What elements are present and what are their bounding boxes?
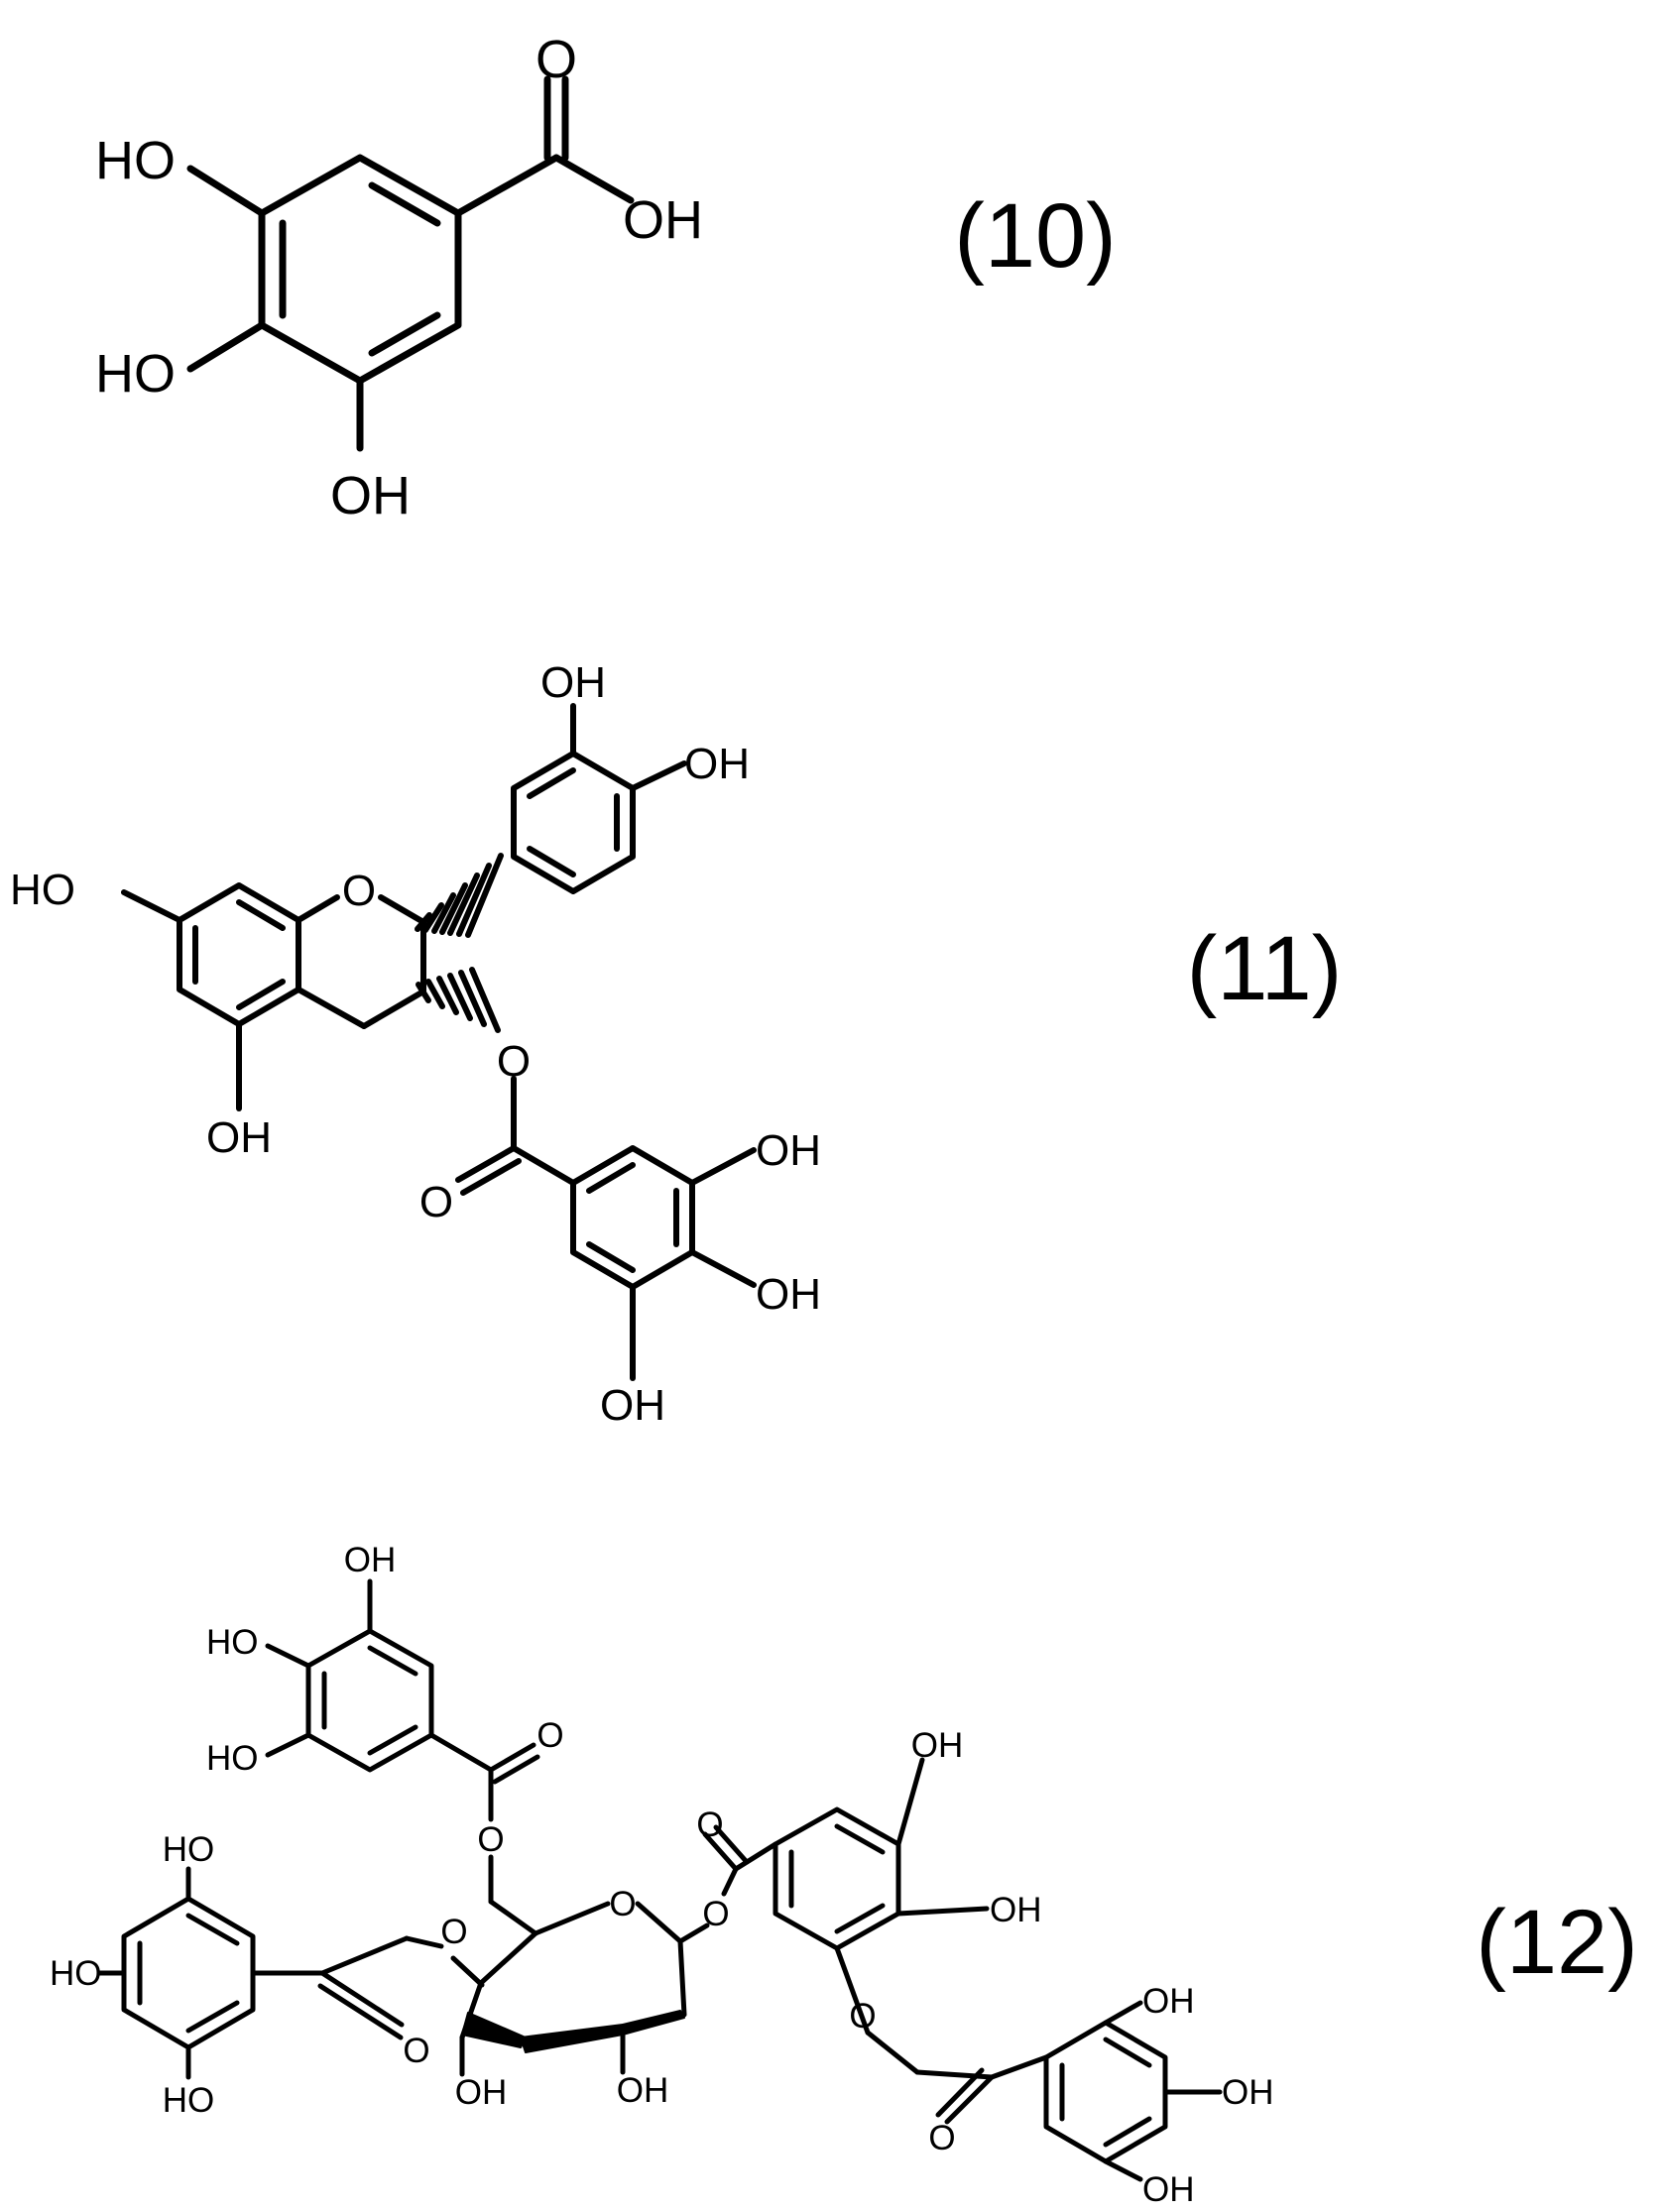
atom-label: OH — [756, 1270, 821, 1319]
compound-11-bonds — [121, 703, 757, 1381]
compound-number-10: (10) — [954, 185, 1117, 287]
atom-label: HO — [95, 131, 176, 190]
atom-label: HO — [163, 1830, 215, 1869]
atom-label: O — [440, 1913, 467, 1951]
atom-label: HO — [95, 344, 176, 404]
atom-label: O — [419, 1178, 453, 1226]
compound-11-labels: OH OH O HO OH O O OH OH OH — [10, 658, 821, 1430]
atom-label: OH — [911, 1726, 964, 1765]
compound-number-11: (11) — [1187, 918, 1343, 1019]
atom-label: OH — [990, 1891, 1042, 1929]
atom-label: OH — [330, 466, 411, 525]
atom-label: O — [609, 1885, 636, 1923]
atom-label: O — [536, 1716, 563, 1755]
compound-12-labels: OH HO HO O O HO HO HO O O OH OH O O O OH… — [50, 1541, 1274, 2209]
atom-label: O — [928, 2119, 955, 2157]
atom-label: OH — [455, 2073, 508, 2112]
atom-label: OH — [1222, 2073, 1274, 2112]
atom-label: OH — [684, 740, 750, 788]
atom-label: HO — [206, 1623, 259, 1662]
atom-label: O — [849, 1997, 876, 2036]
atom-label: OH — [623, 190, 703, 250]
atom-label: O — [497, 1037, 531, 1086]
atom-label: O — [696, 1805, 723, 1844]
atom-label: HO — [50, 1954, 102, 1993]
atom-label: O — [477, 1820, 504, 1859]
atom-label: O — [535, 30, 577, 89]
atom-label: OH — [1142, 1982, 1195, 2021]
atom-label: OH — [600, 1381, 665, 1430]
atom-label: OH — [206, 1113, 272, 1162]
atom-label: O — [342, 867, 376, 915]
atom-label: OH — [756, 1126, 821, 1175]
atom-label: OH — [540, 658, 606, 707]
compound-12-bonds — [96, 1578, 1223, 2182]
atom-label: OH — [617, 2071, 669, 2110]
compound-number-12: (12) — [1476, 1892, 1638, 1993]
compound-10-bonds — [186, 75, 635, 452]
atom-label: HO — [10, 866, 75, 914]
compound-10-labels: O OH HO HO OH — [95, 30, 703, 525]
atom-label: HO — [163, 2081, 215, 2120]
atom-label: OH — [1142, 2170, 1195, 2209]
compound-12-wedges — [461, 2010, 685, 2053]
atom-label: O — [403, 2032, 429, 2070]
atom-label: HO — [206, 1739, 259, 1778]
atom-label: OH — [344, 1541, 397, 1579]
atom-label: O — [702, 1895, 729, 1933]
